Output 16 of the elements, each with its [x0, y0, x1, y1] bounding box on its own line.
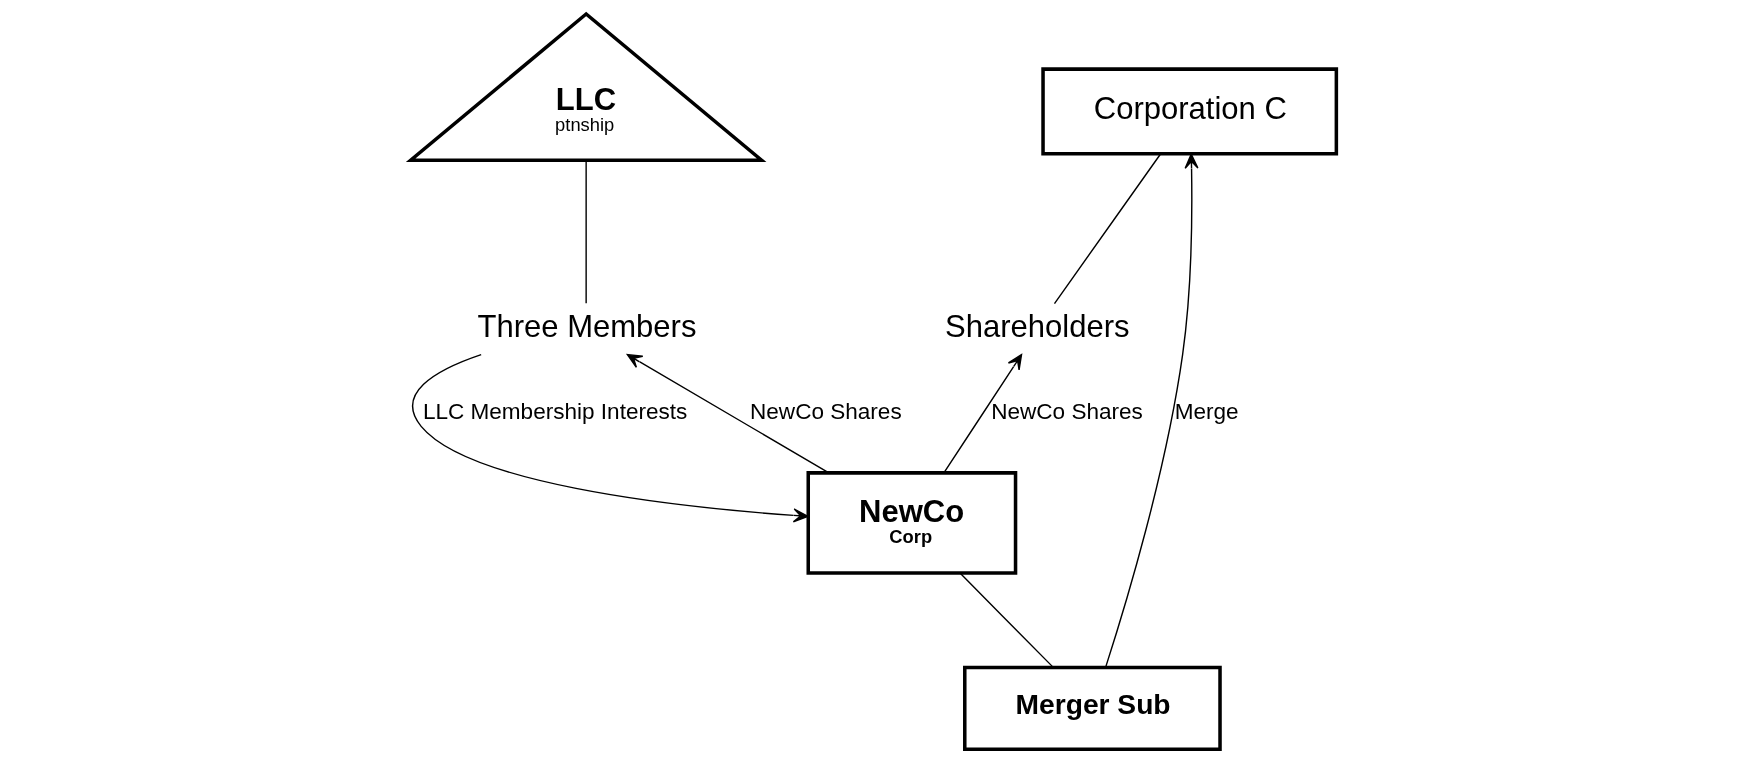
edge-label: LLC Membership Interests [422, 399, 687, 424]
arrow [942, 353, 1022, 474]
arrow [1104, 153, 1199, 669]
edge-label: NewCo Shares [749, 399, 902, 424]
arrow [626, 353, 829, 474]
node-box: Corporation C [1040, 67, 1338, 156]
connector [584, 159, 587, 305]
node-box: NewCo Corp [805, 471, 1017, 575]
edge-label: Merge [1174, 399, 1239, 424]
edge-label: NewCo Shares [990, 399, 1143, 424]
arrow [411, 353, 809, 523]
node-text: Shareholders [944, 308, 1130, 344]
connector [1053, 153, 1161, 305]
node-text: Three Members [477, 308, 696, 344]
connector [959, 572, 1054, 668]
node-box: Merger Sub [962, 665, 1222, 752]
